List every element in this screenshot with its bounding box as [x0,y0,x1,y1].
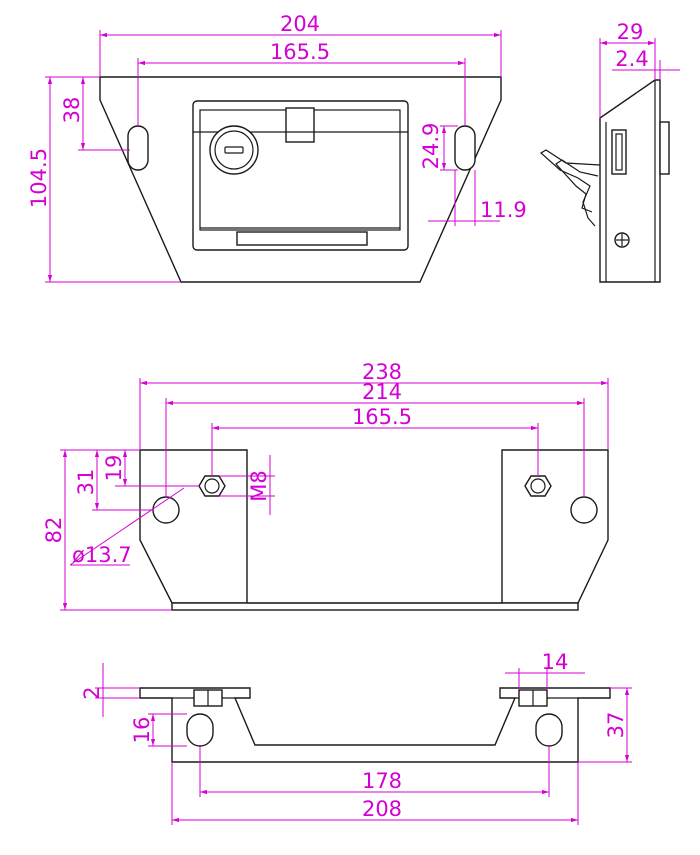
bracket-front-view [139,449,609,611]
dim-slot-top-offset: 38 [60,97,84,124]
dim-slot-width: 11.9 [480,198,527,222]
hole-top-left [186,713,214,747]
stud-nut-right [524,475,552,497]
side-plate [599,79,661,283]
dim-hole-top-offset: 16 [130,717,154,744]
side-slot [611,129,627,175]
side-view [539,79,670,283]
handle-bar [236,231,368,246]
stud-nut-left [198,475,226,497]
keyway [224,146,244,154]
bracket-right-plate [501,449,609,604]
bracket-top-dimensions: 2 14 37 16 178 208 [80,650,632,825]
dim-line-13-7 [69,487,185,566]
slot-right [454,125,476,171]
dim-plate-thickness: 2.4 [615,47,648,71]
dim-bracket-depth: 37 [604,712,628,739]
dim-stud-thread: M8 [247,470,271,501]
side-view-dimensions: 29 2.4 [599,20,680,118]
dim-top-hole-pitch: 178 [362,769,402,793]
slot-left [127,125,149,171]
dim-top-overall-width: 208 [362,797,402,821]
dim-overall-width: 204 [280,12,320,36]
side-knob [659,121,670,175]
dim-hole-offset: 31 [74,469,98,496]
bracket-front-dimensions: 238 214 165.5 82 19 31 M8 ø13.7 [42,360,609,611]
mount-hole-right [570,496,598,524]
dim-slot-length: 24.9 [419,123,443,170]
dim-stud-pitch: 165.5 [352,405,412,429]
hole-top-right [535,713,563,747]
dim-bracket-width: 238 [362,360,402,384]
dim-bracket-height: 82 [42,517,66,544]
dim-bracket-hole-pitch: 214 [362,380,402,404]
dim-stud-width: 14 [542,650,569,674]
front-view-dimensions: 204 165.5 104.5 38 24.9 11.9 [27,12,527,283]
dim-slot-pitch: 165.5 [270,40,330,64]
key-cylinder-outer [209,125,259,175]
bracket-top-view [139,687,611,763]
bracket-base-plate [171,602,579,611]
dim-stud-offset: 19 [102,455,126,482]
bracket-channel-outline [139,687,611,763]
dim-flange-thickness: 2 [80,686,104,699]
dim-side-depth: 29 [617,20,644,44]
side-hook [539,149,601,227]
bracket-left-plate [139,449,248,604]
key-cylinder-inner [214,130,254,170]
mount-hole-left [152,496,180,524]
dim-total-height: 104.5 [27,148,51,208]
dim-hole-diameter: ø13.7 [72,543,132,567]
latch-tab [285,107,315,143]
front-view [99,76,502,283]
